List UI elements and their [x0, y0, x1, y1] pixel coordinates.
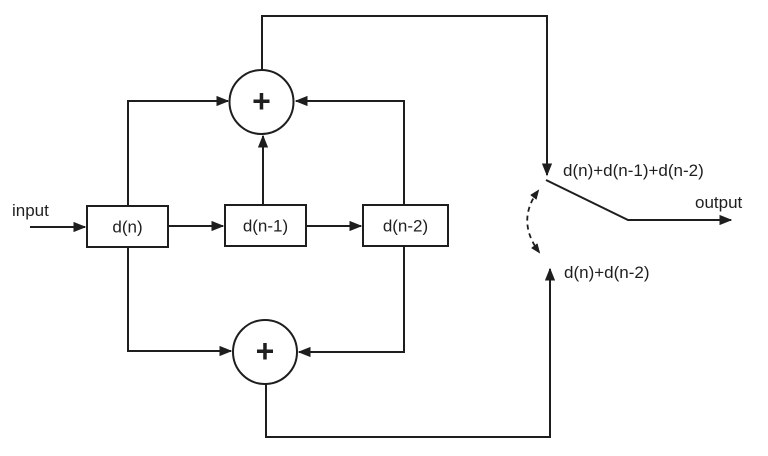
- block-dn1-label: d(n-1): [243, 217, 288, 236]
- wire-adder-top-to-switch-top-contact: [261, 15, 553, 177]
- wire-dn-top-to-adder-top: [127, 95, 230, 206]
- adder-top-plus-icon: +: [252, 83, 271, 119]
- wire-dn-bottom-to-adder-bottom: [127, 248, 233, 357]
- switch-arm-output-wire: [545, 179, 733, 226]
- wire-adder-bottom-to-switch-bottom-contact: [265, 267, 556, 438]
- block-dn-label: d(n): [112, 218, 142, 237]
- adder-top-circle: [228, 69, 295, 135]
- adder-bottom-circle: [232, 319, 298, 385]
- wire-dn2-bottom-to-adder-bottom: [297, 247, 405, 358]
- block-dn1: [224, 204, 307, 247]
- wire-dn2-top-to-adder-top: [294, 95, 405, 204]
- switch-bottom-signal-label: d(n)+d(n-2): [564, 263, 650, 282]
- block-dn: [86, 205, 169, 248]
- switch-top-signal-label: d(n)+d(n-1)+d(n-2): [563, 161, 704, 180]
- adder-bottom-plus-icon: +: [256, 333, 275, 369]
- block-dn2-label: d(n-2): [383, 217, 428, 236]
- block-dn2: [362, 204, 449, 247]
- output-label: output: [695, 193, 743, 212]
- switch-toggle-arc: [526, 189, 541, 254]
- input-label: input: [12, 201, 49, 220]
